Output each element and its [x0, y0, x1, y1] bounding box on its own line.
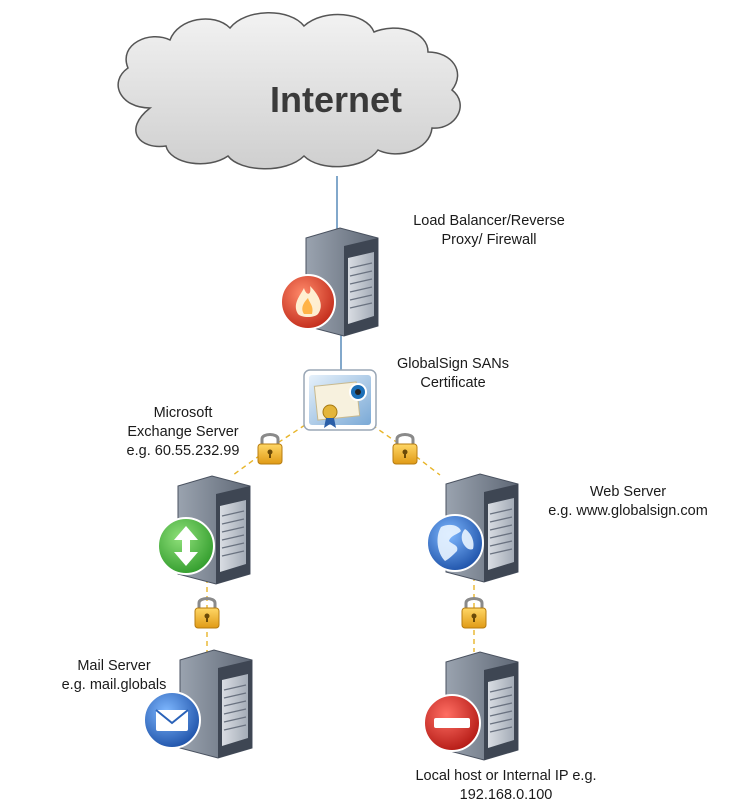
certificate-label-line2: Certificate [420, 375, 486, 391]
link-cert-exchange [232, 424, 306, 476]
globe-icon [426, 514, 484, 572]
local-label: Local host or Internal IP e.g. 192.168.0… [388, 767, 624, 805]
lock-icon [461, 597, 487, 629]
exchange-label-line3: e.g. 60.55.232.99 [126, 443, 240, 459]
exchange-label-line2: Exchange Server [127, 424, 239, 440]
web-label: Web Server e.g. www.globalsign.com [530, 483, 726, 521]
lock-icon [392, 433, 418, 465]
exchange-label-line1: Microsoft [153, 405, 213, 421]
flame-icon [280, 274, 336, 330]
local-label-line2: 192.168.0.100 [459, 787, 553, 803]
mail-label: Mail Server e.g. mail.globals [44, 657, 184, 695]
web-label-line2: e.g. www.globalsign.com [548, 503, 708, 519]
arrows-icon [157, 517, 215, 575]
certificate-label: GlobalSign SANs Certificate [378, 355, 528, 393]
no-entry-icon [423, 694, 481, 752]
exchange-label: Microsoft Exchange Server e.g. 60.55.232… [108, 404, 258, 461]
certificate-label-line1: GlobalSign SANs [396, 356, 510, 372]
lock-icon [257, 433, 283, 465]
firewall-label: Load Balancer/Reverse Proxy/ Firewall [404, 212, 574, 250]
internet-cloud: Internet [117, 12, 461, 170]
lock-icon [194, 597, 220, 629]
mail-label-line1: Mail Server [77, 658, 151, 674]
certificate-icon [303, 369, 377, 431]
internet-label: Internet [270, 79, 402, 120]
firewall-label-line2: Proxy/ Firewall [441, 232, 537, 248]
web-label-line1: Web Server [589, 484, 667, 500]
firewall-label-line1: Load Balancer/Reverse [413, 213, 565, 229]
local-label-line1: Local host or Internal IP e.g. [415, 768, 597, 784]
envelope-icon [143, 691, 201, 749]
mail-label-line2: e.g. mail.globals [61, 677, 167, 693]
